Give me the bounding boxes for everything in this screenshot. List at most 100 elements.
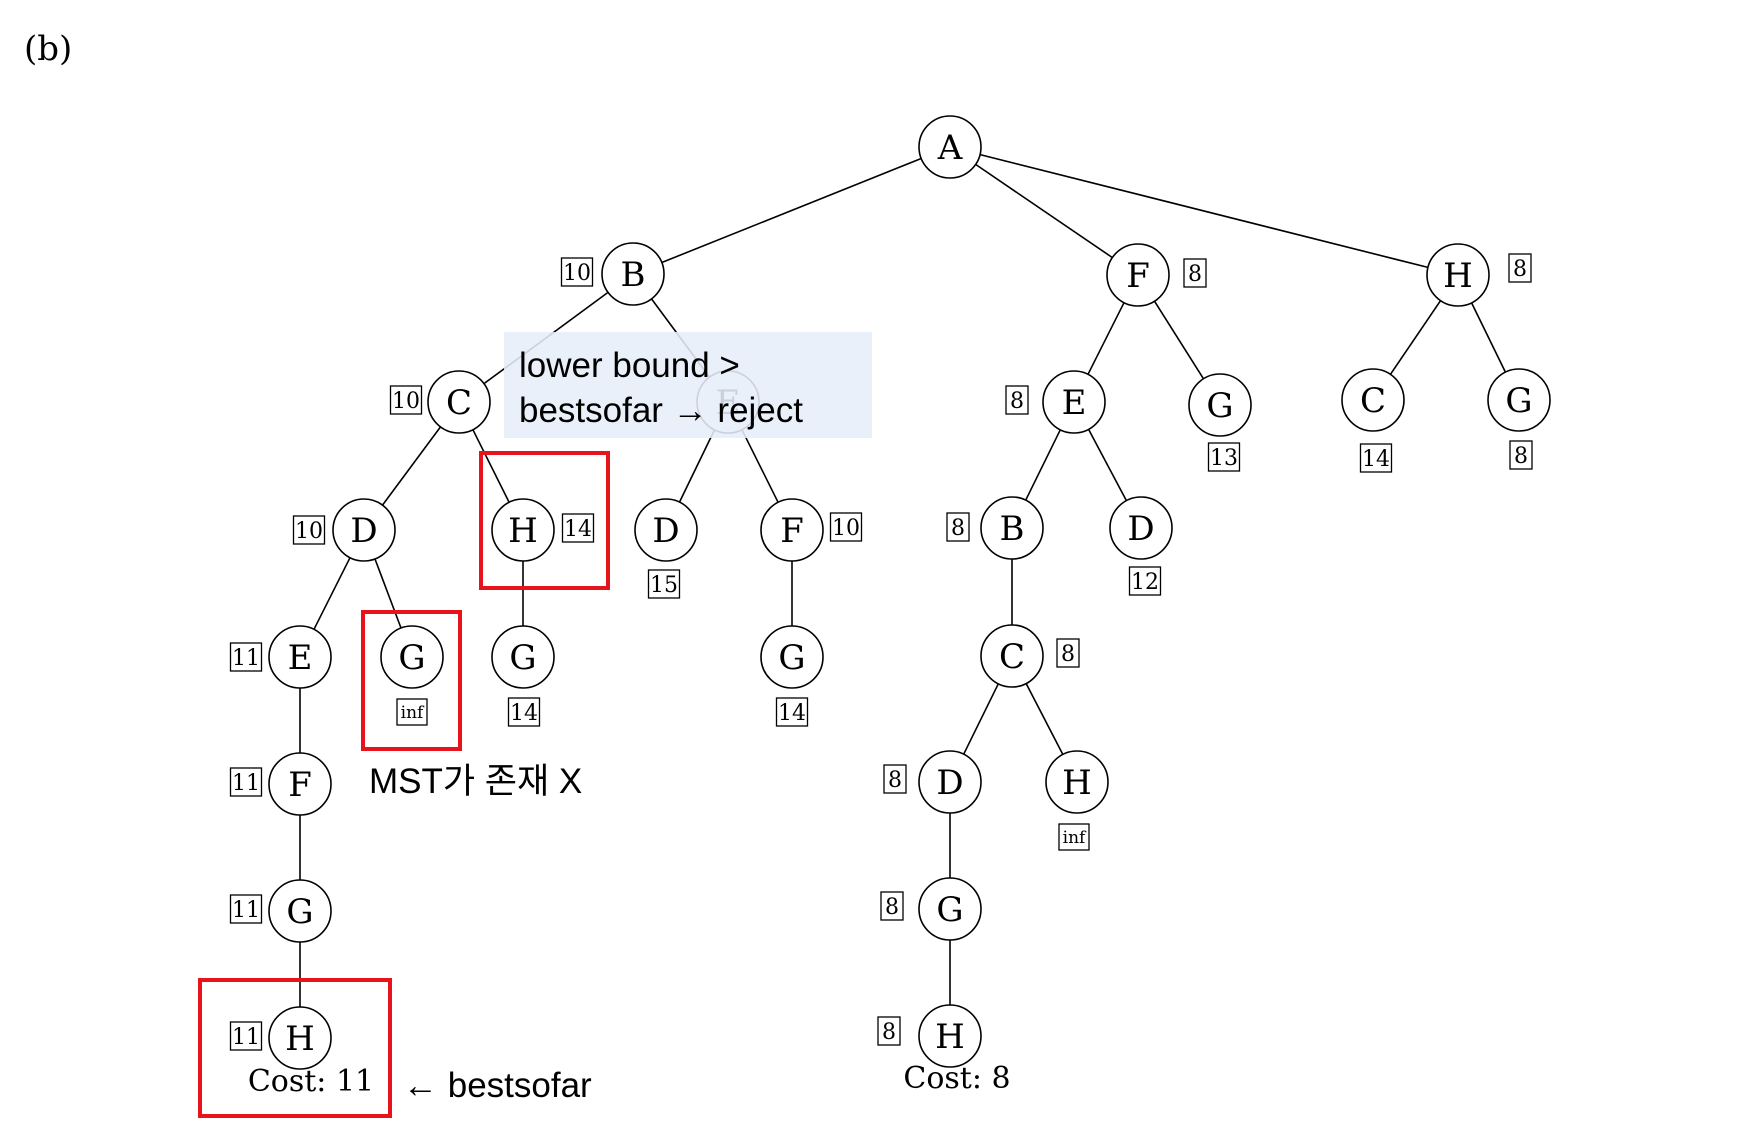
callout-line-2: bestsofar → reject: [519, 391, 803, 430]
tree-edge: [1087, 429, 1128, 501]
bound-value: 8: [951, 516, 965, 541]
node-circle: [268, 625, 332, 689]
bound-box: [1509, 440, 1533, 470]
highlight-box-bestsofar-h: [198, 978, 392, 1118]
node-circle: [980, 496, 1044, 560]
cost-label-right: Cost: 8: [903, 1061, 1010, 1096]
bound-value: 10: [832, 516, 860, 541]
tree-node-f: F 10: [760, 498, 863, 562]
bound-box: [1056, 638, 1080, 668]
bound-box: [229, 894, 263, 924]
bound-value: 11: [232, 898, 260, 923]
tree-node-g: G14: [491, 625, 555, 727]
mst-note: MST가 존재 X: [369, 762, 582, 801]
node-label: G: [778, 638, 805, 678]
node-label: G: [1206, 386, 1233, 426]
bound-value: 11: [232, 646, 260, 671]
bound-box: [1128, 566, 1162, 596]
node-label: C: [999, 637, 1025, 677]
highlight-box-no-mst-g: [361, 610, 462, 751]
tree-node-g: G 11: [229, 879, 332, 943]
tree-edge: [1087, 302, 1125, 375]
bound-box: [1207, 442, 1241, 472]
bound-value: inf: [401, 703, 425, 723]
tree-node-d: D8: [883, 750, 982, 814]
bound-value: 8: [1061, 642, 1075, 667]
tree-node-g: G8: [1487, 368, 1551, 470]
node-label: G: [509, 638, 536, 678]
node-label: H: [1062, 763, 1092, 803]
bound-box: [396, 698, 428, 726]
node-label: G: [398, 638, 425, 678]
tree-node-d: D12: [1109, 496, 1173, 596]
node-label: G: [936, 890, 963, 930]
node-label: F: [288, 765, 312, 805]
tree-node-c: C10: [389, 370, 491, 434]
tree-edge: [661, 157, 922, 264]
node-label: G: [286, 892, 313, 932]
node-circle: [918, 1004, 982, 1068]
bound-box: [647, 569, 681, 599]
node-label: H: [1443, 256, 1473, 296]
bound-box: [389, 385, 423, 415]
bound-box: [507, 697, 541, 727]
node-circle: [918, 877, 982, 941]
bound-value: 8: [1513, 257, 1527, 282]
node-circle: [760, 625, 824, 689]
tree-node-f: F11: [229, 752, 332, 816]
bound-value: 8: [882, 1020, 896, 1045]
bound-box: [829, 512, 863, 542]
highlight-boxes: [198, 451, 610, 1118]
node-circle: [760, 498, 824, 562]
tree-edge: [1024, 429, 1062, 501]
tree-edges: [299, 153, 1507, 1007]
node-circle: [491, 498, 555, 562]
bound-value: 14: [778, 701, 806, 726]
bound-box: [877, 1016, 901, 1046]
tree-edge: [1025, 683, 1064, 755]
cost-label-left: Cost: 11: [248, 1064, 374, 1099]
bound-box: [1005, 385, 1029, 415]
bound-box: [1508, 253, 1532, 283]
node-circle: [1487, 368, 1551, 432]
node-label: C: [1360, 381, 1386, 421]
node-circle: [1426, 243, 1490, 307]
bound-value: 15: [650, 573, 678, 598]
node-circle: [268, 879, 332, 943]
tree-node-a: A: [918, 115, 982, 179]
node-circle: [1042, 370, 1106, 434]
node-circle: [918, 115, 982, 179]
node-circle: [1045, 750, 1109, 814]
tree-node-b: B10: [560, 242, 665, 306]
node-label: F: [780, 511, 804, 551]
tree-node-g: G 13: [1188, 373, 1252, 472]
tree-edge: [374, 558, 402, 629]
highlight-box-pruned-h: [479, 451, 610, 590]
tree-nodes: AB10F8H8C10ED10H14D15F10E11GinfG14G14F11…: [229, 115, 1551, 1070]
node-label: E: [288, 638, 313, 678]
bound-box: [883, 764, 907, 794]
tree-node-d: D 15: [634, 498, 698, 599]
tree-edge: [678, 429, 716, 503]
tree-node-g: G8: [880, 877, 982, 941]
node-label: G: [1505, 381, 1532, 421]
tree-edge: [1389, 300, 1442, 375]
node-circle: [268, 1006, 332, 1070]
bound-value: 13: [1210, 446, 1238, 471]
bound-box: [229, 642, 263, 672]
node-circle: [1106, 243, 1170, 307]
bound-value: 8: [1514, 444, 1528, 469]
node-label: D: [652, 511, 679, 551]
bound-value: 10: [392, 389, 420, 414]
tree-node-d: D10: [292, 498, 396, 562]
bound-value: inf: [1063, 828, 1087, 848]
tree-edge: [962, 683, 1000, 755]
tree-edge: [975, 163, 1113, 259]
bound-value: 14: [1362, 447, 1390, 472]
tree-node-g: G 14: [760, 625, 824, 727]
bound-box: [292, 515, 326, 545]
node-label: D: [936, 763, 963, 803]
